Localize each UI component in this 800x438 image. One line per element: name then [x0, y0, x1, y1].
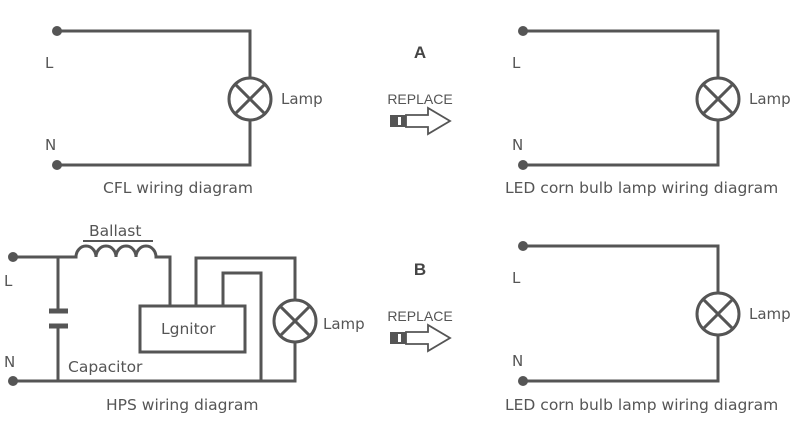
- live-wire: [521, 29, 720, 80]
- neutral-wire: [521, 333, 720, 383]
- cfl-caption: CFL wiring diagram: [103, 179, 253, 197]
- replace-indicator-a: A REPLACE: [387, 43, 453, 136]
- terminal-n-label: N: [4, 353, 15, 371]
- capacitor-label: Capacitor: [68, 358, 143, 376]
- section-letter-b: B: [414, 260, 426, 279]
- ballast-label: Ballast: [89, 222, 141, 240]
- lamp-label: Lamp: [749, 90, 791, 108]
- lamp-icon: [227, 76, 273, 122]
- section-letter-a: A: [414, 43, 426, 62]
- terminal-l-label: L: [45, 54, 54, 72]
- lamp-icon: [272, 298, 318, 344]
- terminal-n-label: N: [512, 352, 523, 370]
- neutral-wire: [11, 340, 297, 383]
- ignitor-box: [138, 304, 247, 354]
- led-caption: LED corn bulb lamp wiring diagram: [505, 396, 778, 414]
- ballast-to-ignitor-wire: [154, 255, 172, 308]
- ignitor-return-wire: [221, 271, 263, 383]
- lamp-label: Lamp: [323, 315, 365, 333]
- terminal-n-label: N: [512, 136, 523, 154]
- hps-caption: HPS wiring diagram: [106, 396, 258, 414]
- led-wiring-diagram-b: L N Lamp LED corn bulb lamp wiring diagr…: [505, 241, 791, 414]
- neutral-wire: [55, 118, 252, 167]
- lamp-label: Lamp: [281, 90, 323, 108]
- replace-label-a: REPLACE: [387, 91, 452, 107]
- capacitor-icon: [49, 255, 68, 383]
- terminal-n-label: N: [45, 136, 56, 154]
- replace-label-b: REPLACE: [387, 308, 452, 324]
- replace-arrow-icon: [390, 106, 452, 136]
- live-wire: [521, 244, 720, 295]
- ignitor-to-lamp-wire: [194, 256, 297, 308]
- terminal-l-label: L: [512, 269, 521, 287]
- cfl-wiring-diagram: L N Lamp CFL wiring diagram: [45, 26, 323, 197]
- lamp-icon: [695, 291, 741, 337]
- ballast-coil-icon: [74, 240, 158, 259]
- hps-wiring-diagram: L N Ballast Lgnitor Capacitor Lamp HPS w…: [4, 222, 365, 414]
- terminal-l-label: L: [4, 272, 13, 290]
- led-wiring-diagram-a: L N Lamp LED corn bulb lamp wiring diagr…: [505, 26, 791, 197]
- lamp-icon: [695, 76, 741, 122]
- led-caption: LED corn bulb lamp wiring diagram: [505, 179, 778, 197]
- lamp-label: Lamp: [749, 305, 791, 323]
- neutral-wire: [521, 118, 720, 167]
- live-wire: [55, 29, 252, 80]
- replace-indicator-b: B REPLACE: [387, 260, 453, 353]
- replace-arrow-icon: [390, 323, 452, 353]
- ignitor-label: Lgnitor: [161, 320, 216, 338]
- terminal-l-label: L: [512, 54, 521, 72]
